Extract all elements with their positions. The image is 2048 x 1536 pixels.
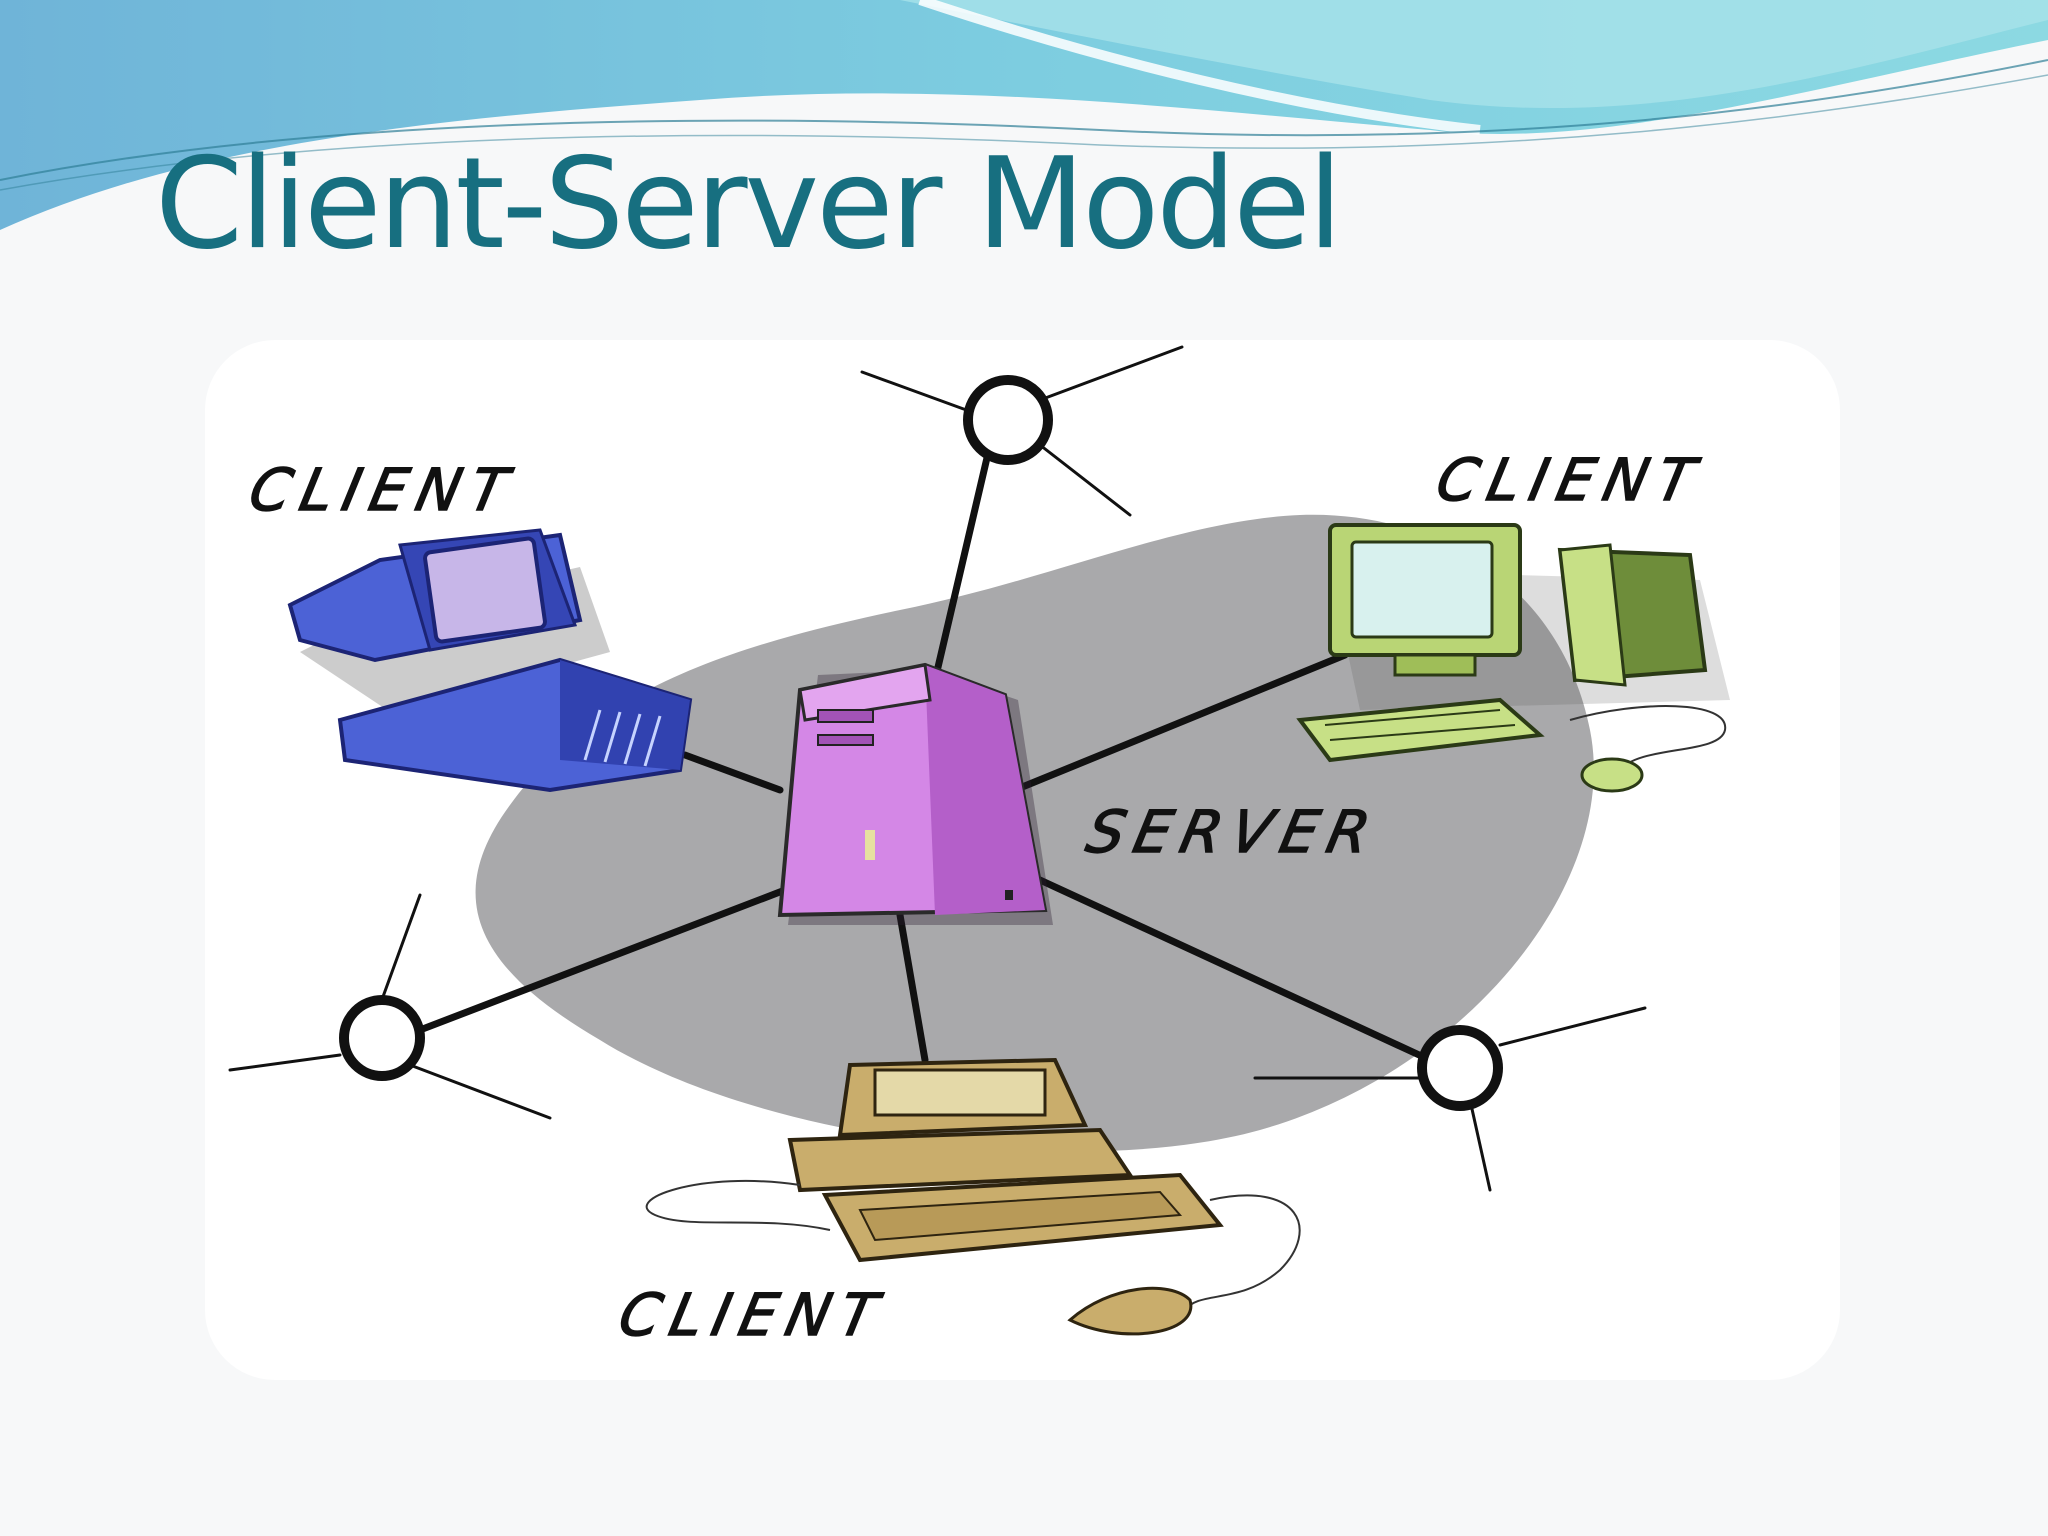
client-label-top-left: CLIENT	[244, 457, 524, 524]
network-node-left	[228, 893, 552, 1120]
server-tower-icon	[777, 662, 1053, 925]
slide-title: Client-Server Model	[155, 130, 1343, 277]
network-node-right	[1253, 1006, 1647, 1192]
link-to-top-left-client	[681, 751, 784, 794]
link-to-left-node	[416, 886, 789, 1034]
desktop-computer-icon	[1296, 523, 1730, 793]
network-node-icon	[963, 375, 1053, 465]
server-label: SERVER	[1081, 799, 1386, 866]
link-to-bottom-client	[896, 911, 929, 1064]
client-label-top-right: CLIENT	[1431, 447, 1711, 514]
link-to-top-node	[931, 441, 994, 684]
hub-shadow	[475, 514, 1594, 1152]
desktop-computer-icon	[645, 1057, 1301, 1336]
client-label-bottom: CLIENT	[613, 1282, 893, 1349]
network-node-top	[860, 345, 1184, 517]
network-node-icon	[339, 995, 425, 1081]
network-node-icon	[1417, 1025, 1503, 1111]
header-wave	[0, 0, 2048, 230]
link-to-top-right-client	[1011, 651, 1349, 794]
desktop-computer-icon	[287, 528, 693, 793]
link-to-right-node	[1036, 876, 1434, 1064]
network-links	[416, 441, 1434, 1064]
